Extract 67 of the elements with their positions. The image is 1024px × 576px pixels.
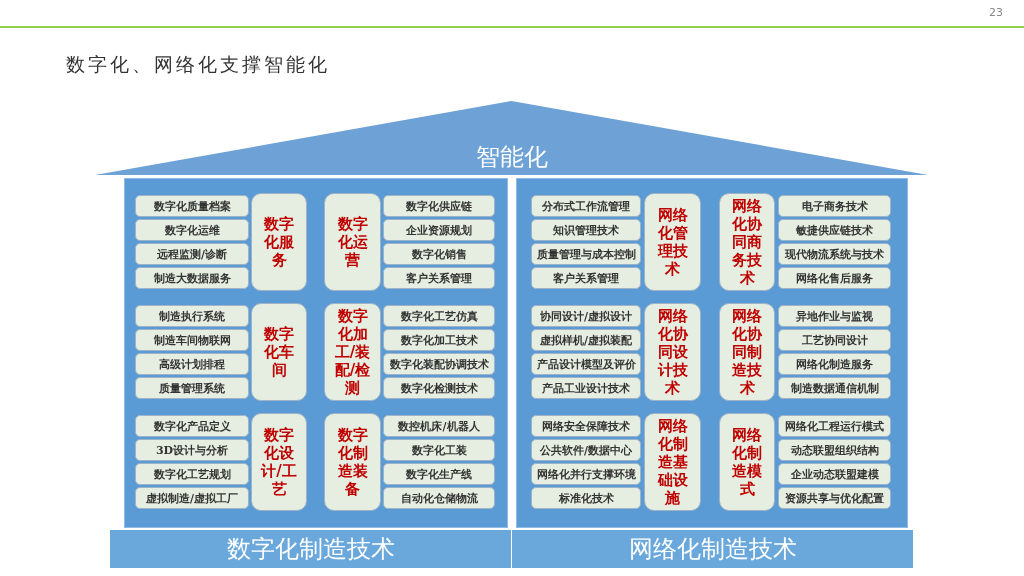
base-bar: 网络化制造技术 (512, 530, 913, 568)
item-box: 产品设计模型及评价 (531, 353, 641, 375)
item-box: 数字化工艺仿真 (383, 305, 495, 327)
item-box: 数字化运维 (135, 219, 249, 241)
item-box: 制造执行系统 (135, 305, 249, 327)
category-box: 数字化制造装备 (324, 413, 381, 511)
item-box: 自动化仓储物流 (383, 487, 495, 509)
item-box: 企业动态联盟建模 (778, 463, 891, 485)
item-box: 企业资源规划 (383, 219, 495, 241)
item-box: 电子商务技术 (778, 195, 891, 217)
item-box: 客户关系管理 (383, 267, 495, 289)
item-box: 网络化售后服务 (778, 267, 891, 289)
item-box: 数字化销售 (383, 243, 495, 265)
item-box: 质量管理系统 (135, 377, 249, 399)
item-box: 动态联盟组织结构 (778, 439, 891, 461)
item-box: 工艺协同设计 (778, 329, 891, 351)
item-box: 资源共享与优化配置 (778, 487, 891, 509)
item-box: 数字化检测技术 (383, 377, 495, 399)
base-bar: 数字化制造技术 (110, 530, 511, 568)
item-box: 异地作业与监视 (778, 305, 891, 327)
item-box: 远程监测/诊断 (135, 243, 249, 265)
category-box: 数字化运营 (324, 193, 381, 291)
item-box: 数字化供应链 (383, 195, 495, 217)
item-box: 产品工业设计技术 (531, 377, 641, 399)
category-box: 数字化加工/装配/检测 (324, 303, 381, 401)
item-box: 数字化产品定义 (135, 415, 249, 437)
page-number: 23 (989, 6, 1003, 19)
roof: 智能化 (95, 101, 928, 177)
item-box: 敏捷供应链技术 (778, 219, 891, 241)
item-box: 网络化工程运行模式 (778, 415, 891, 437)
category-box: 网络化制造模式 (719, 413, 775, 511)
item-box: 数字化装配协调技术 (383, 353, 495, 375)
item-box: 制造大数据服务 (135, 267, 249, 289)
item-box: 协同设计/虚拟设计 (531, 305, 641, 327)
item-box: 网络化并行支撑环境 (531, 463, 641, 485)
item-box: 虚拟样机/虚拟装配 (531, 329, 641, 351)
category-box: 数字化服务 (251, 193, 307, 291)
item-box: 3D设计与分析 (135, 439, 249, 461)
item-box: 数字化工装 (383, 439, 495, 461)
item-box: 数字化工艺规划 (135, 463, 249, 485)
item-box: 数字化质量档案 (135, 195, 249, 217)
item-box: 标准化技术 (531, 487, 641, 509)
item-box: 分布式工作流管理 (531, 195, 641, 217)
slide-title: 数字化、网络化支撑智能化 (66, 52, 330, 77)
category-box: 数字化车间 (251, 303, 307, 401)
item-box: 高级计划排程 (135, 353, 249, 375)
item-box: 客户关系管理 (531, 267, 641, 289)
item-box: 制造数据通信机制 (778, 377, 891, 399)
pillar-panel (516, 178, 908, 528)
item-box: 制造车间物联网 (135, 329, 249, 351)
category-box: 网络化协同设计技术 (644, 303, 701, 401)
item-box: 数字化生产线 (383, 463, 495, 485)
category-box: 网络化管理技术 (644, 193, 701, 291)
item-box: 虚拟制造/虚拟工厂 (135, 487, 249, 509)
item-box: 现代物流系统与技术 (778, 243, 891, 265)
category-box: 网络化协同制造技术 (719, 303, 775, 401)
item-box: 质量管理与成本控制 (531, 243, 641, 265)
item-box: 网络安全保障技术 (531, 415, 641, 437)
item-box: 数字化加工技术 (383, 329, 495, 351)
pillar-panel (124, 178, 508, 528)
item-box: 数控机床/机器人 (383, 415, 495, 437)
item-box: 网络化制造服务 (778, 353, 891, 375)
category-box: 数字化设计/工艺 (251, 413, 307, 511)
item-box: 公共软件/数据中心 (531, 439, 641, 461)
category-box: 网络化制造基础设施 (644, 413, 701, 511)
category-box: 网络化协同商务技术 (719, 193, 775, 291)
item-box: 知识管理技术 (531, 219, 641, 241)
